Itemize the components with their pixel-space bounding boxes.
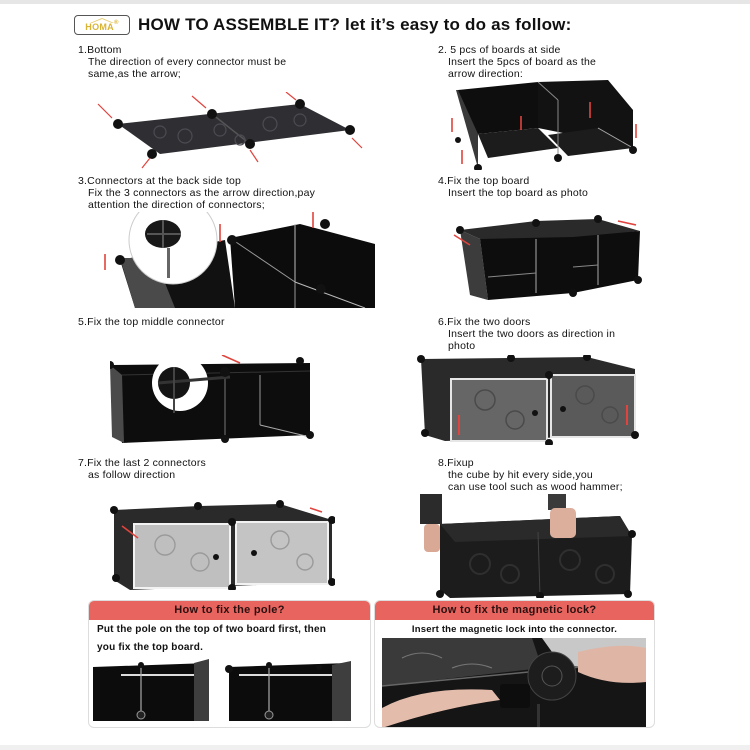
step-8: 8.Fixup the cube by hit every side,you c… [438,457,623,493]
step-1: 1.Bottom The direction of every connecto… [78,44,286,80]
step-text: the cube by hit every side,you [448,469,593,481]
step-heading: 5.Fix the top middle connector [78,316,225,328]
registered-mark: ® [113,20,119,26]
step-heading: 4.Fix the top board [438,175,530,187]
step-6-photo-doors [415,355,640,445]
panel-title: How to fix the pole? [89,601,370,620]
step-4-photo-top-board [448,205,648,300]
arrow-icons [121,507,323,539]
step-2: 2. 5 pcs of boards at side Insert the 5p… [438,44,596,80]
step-text: The direction of every connector must be [88,56,287,68]
step-text: can use tool such as wood hammer; [448,481,623,493]
step-heading: 6.Fix the two doors [438,316,531,328]
step-7-photo-last-connectors [110,500,335,590]
magnetic-lock-photo [382,638,646,727]
top-divider [0,0,750,4]
pole-photos [93,659,351,721]
logo-text: HOMA [85,22,114,32]
step-text: Insert the top board as photo [448,187,589,199]
step-1-photo-bottom-boards [90,92,370,170]
panel-text-line: Put the pole on the top of two board fir… [97,624,327,635]
arrow-icons [458,405,628,435]
step-2-photo-side-boards [448,80,648,170]
arrow-icons [97,92,363,169]
panel-text-line: you fix the top board. [97,642,204,653]
header: HOMA ® HOW TO ASSEMBLE IT? let it’s easy… [74,14,571,36]
step-text: photo [448,340,476,352]
step-3: 3.Connectors at the back side top Fix th… [78,175,315,211]
pole-instructions-panel: How to fix the pole? Put the pole on the… [88,600,371,728]
step-heading: 3.Connectors at the back side top [78,175,242,187]
step-4: 4.Fix the top board Insert the top board… [438,175,588,199]
step-text: Insert the 5pcs of board as the [448,56,597,68]
step-text: attention the direction of connectors; [88,199,265,211]
step-6: 6.Fix the two doors Insert the two doors… [438,316,615,352]
step-text: Insert the two doors as direction in [448,328,616,340]
step-heading: 2. 5 pcs of boards at side [438,44,561,56]
step-text: Fix the 3 connectors as the arrow direct… [88,187,316,199]
arrow-icon [221,355,241,364]
step-heading: 1.Bottom [78,44,122,56]
step-heading: 8.Fixup [438,457,474,469]
page-title: HOW TO ASSEMBLE IT? let it’s easy to do … [138,15,572,34]
bottom-divider [0,745,750,750]
magnetic-lock-instructions-panel: How to fix the magnetic lock? Insert the… [374,600,655,728]
step-heading: 7.Fix the last 2 connectors [78,457,206,469]
homa-logo: HOMA ® [74,15,130,35]
step-text: arrow direction: [448,68,523,80]
step-text: as follow direction [88,469,176,481]
panel-title: How to fix the magnetic lock? [375,601,654,620]
step-5: 5.Fix the top middle connector [78,316,225,328]
panel-text-line: Insert the magnetic lock into the connec… [411,624,618,635]
step-3-photo-back-connectors [95,212,380,308]
arrow-icons [453,220,637,246]
step-5-photo-middle-connector [110,355,335,445]
step-8-photo-fixup [410,494,640,598]
arrow-icons [104,212,314,270]
roof-icon [90,18,114,23]
step-7: 7.Fix the last 2 connectors as follow di… [78,457,206,481]
step-text: same,as the arrow; [88,68,181,80]
arrow-icons [451,102,637,164]
